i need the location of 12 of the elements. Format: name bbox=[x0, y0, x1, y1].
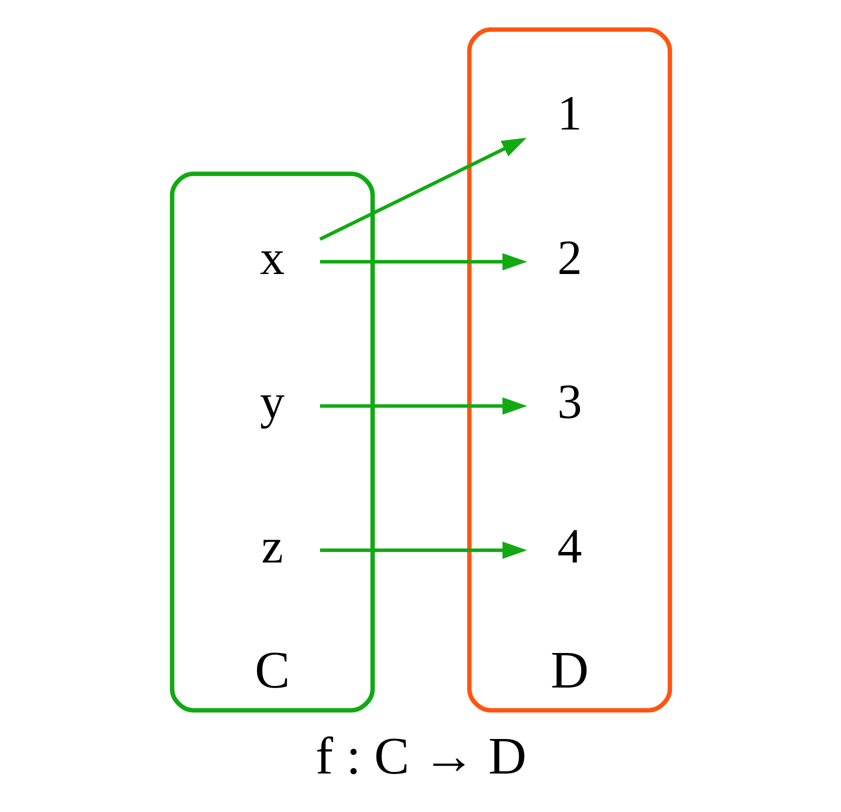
caption: f : C → D bbox=[315, 728, 526, 786]
arrow bbox=[320, 397, 527, 415]
node-text: 2 bbox=[556, 230, 582, 285]
node-text: z bbox=[260, 518, 283, 574]
arrow bbox=[320, 253, 527, 270]
node-text: x bbox=[260, 230, 284, 285]
node-text: 1 bbox=[556, 86, 582, 141]
node-text: y bbox=[260, 374, 284, 430]
node-text: 3 bbox=[556, 374, 582, 430]
arrow bbox=[318, 138, 526, 241]
arrow bbox=[320, 542, 527, 559]
node-text: 4 bbox=[556, 518, 582, 574]
